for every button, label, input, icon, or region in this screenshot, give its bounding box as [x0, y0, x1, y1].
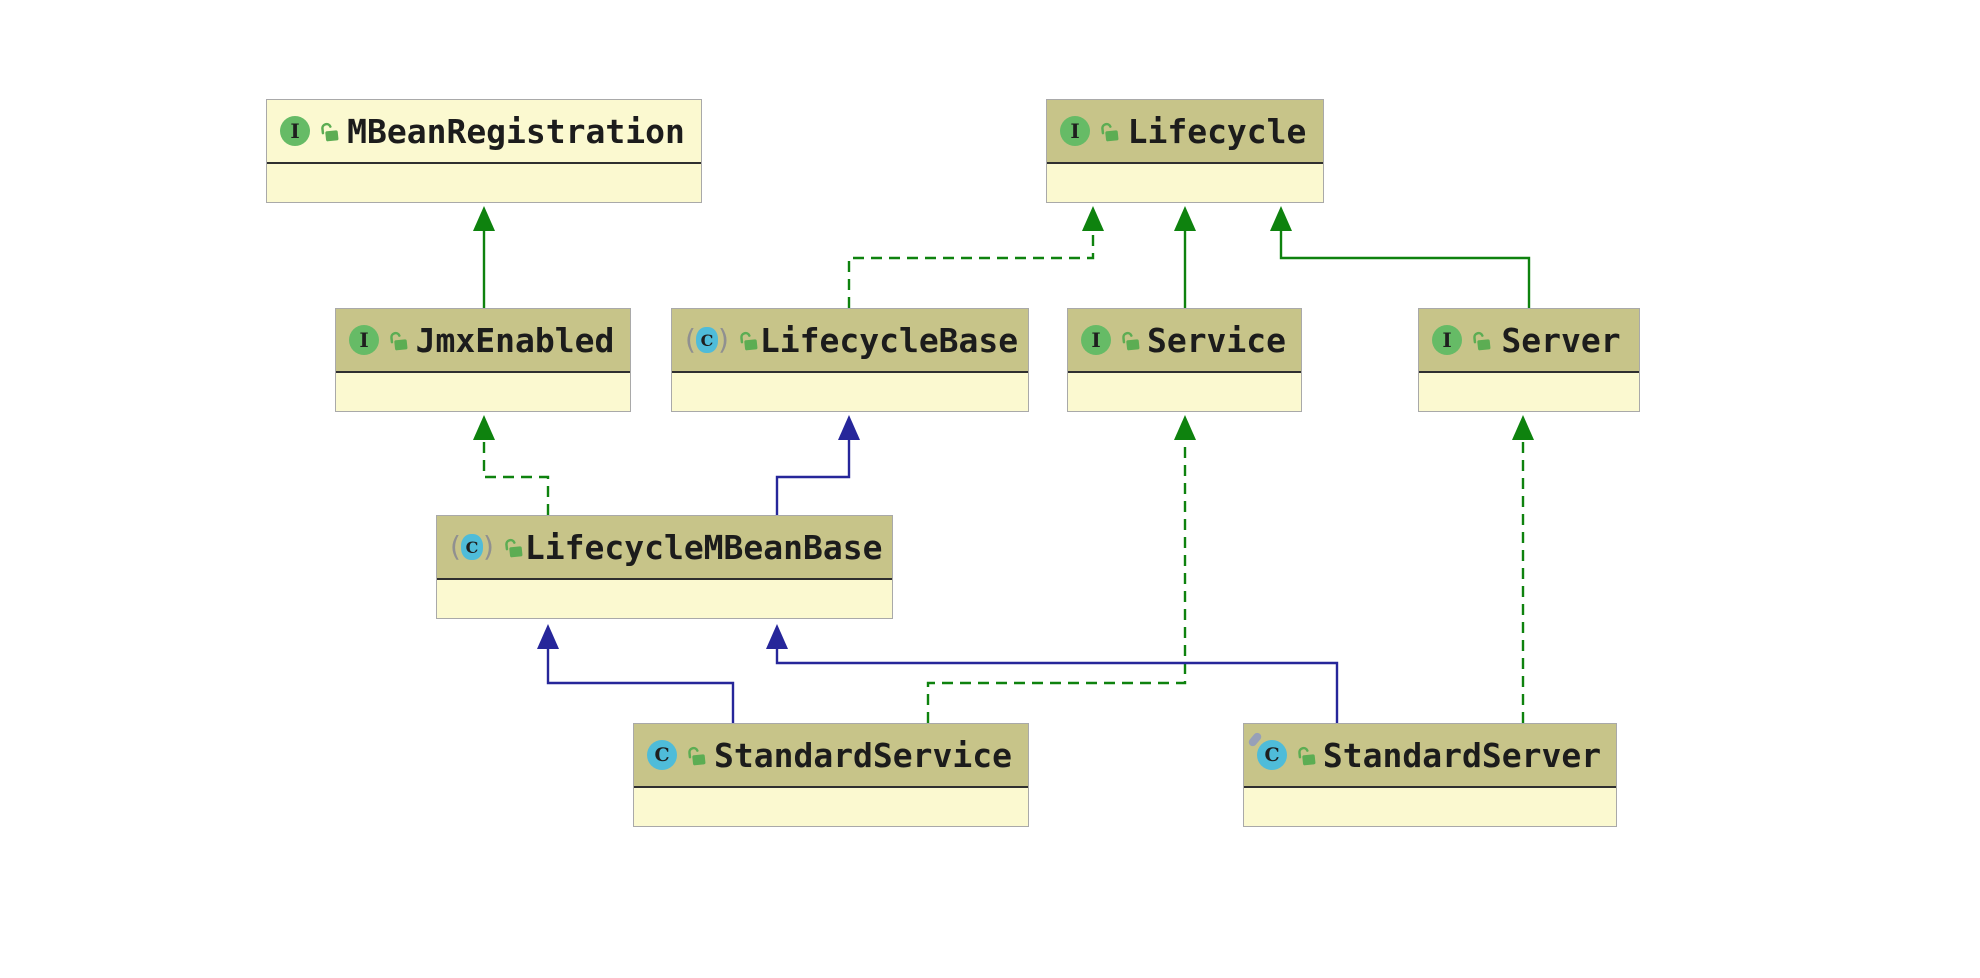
- edge-standardserver-extends-lifecyclembeanbase: [766, 624, 1339, 723]
- abstract-class-icon: C: [460, 534, 483, 560]
- edge-service-extends-lifecycle: [1174, 206, 1196, 308]
- node-header: I JmxEnabled: [336, 309, 630, 373]
- abstract-paren-icon: ): [717, 323, 729, 356]
- unlocked-padlock-icon: [1473, 331, 1491, 350]
- icon-group: I: [280, 116, 341, 146]
- edge-standardservice-extends-lifecyclembeanbase: [537, 624, 735, 723]
- node-header: C StandardService: [634, 724, 1028, 788]
- class-name: Server: [1501, 320, 1621, 360]
- node-header: ( C ) LifecycleBase: [672, 309, 1028, 373]
- icon-group: I: [1432, 325, 1493, 355]
- class-name: Lifecycle: [1127, 111, 1307, 151]
- arrowhead: [766, 624, 788, 649]
- arrowhead: [1270, 206, 1292, 231]
- unlocked-padlock-icon: [688, 746, 706, 765]
- unlocked-padlock-icon: [505, 538, 523, 557]
- class-name: LifecycleBase: [759, 320, 1019, 360]
- interface-icon: I: [1060, 116, 1090, 146]
- icon-group: C: [647, 740, 708, 770]
- class-name: LifecycleMBeanBase: [524, 527, 883, 567]
- node-header: C StandardServer: [1244, 724, 1616, 788]
- icon-group: I: [349, 325, 410, 355]
- edge-standardservice-implements-service: [926, 415, 1196, 723]
- node-header: I MBeanRegistration: [267, 100, 701, 164]
- class-node-standard-server[interactable]: C StandardServer: [1243, 723, 1617, 827]
- icon-group: I: [1060, 116, 1121, 146]
- arrowhead: [473, 206, 495, 231]
- abstract-paren-icon: (: [685, 323, 696, 356]
- members-section: [437, 580, 892, 618]
- icon-group: C: [1247, 731, 1318, 770]
- interface-icon: I: [349, 325, 379, 355]
- arrowhead: [1174, 206, 1196, 231]
- unlocked-padlock-icon: [321, 122, 339, 141]
- abstract-class-icon: C: [695, 327, 718, 353]
- class-node-mbean-registration[interactable]: I MBeanRegistration: [266, 99, 702, 203]
- edge-lifecyclebase-implements-lifecycle: [847, 206, 1104, 308]
- unlocked-padlock-icon: [1101, 122, 1119, 141]
- class-node-standard-service[interactable]: C StandardService: [633, 723, 1029, 827]
- arrowhead: [838, 415, 860, 440]
- node-header: I Server: [1419, 309, 1639, 373]
- unlocked-padlock-icon: [1298, 746, 1316, 765]
- unlocked-padlock-icon: [740, 331, 758, 350]
- class-name: StandardServer: [1322, 735, 1602, 775]
- node-header: ( C ) LifecycleMBeanBase: [437, 516, 892, 580]
- members-section: [1068, 373, 1301, 411]
- class-name: Service: [1146, 320, 1287, 360]
- members-section: [672, 373, 1028, 411]
- edge-jmxenabled-extends-mbeanregistration: [473, 206, 495, 308]
- members-section: [1419, 373, 1639, 411]
- edge-lifecyclembeanbase-implements-jmxenabled: [473, 415, 550, 515]
- class-name: JmxEnabled: [415, 320, 615, 360]
- members-section: [336, 373, 630, 411]
- class-node-lifecycle-base[interactable]: ( C ) LifecycleBase: [671, 308, 1029, 412]
- icon-group: ( C ): [685, 326, 760, 354]
- unlocked-padlock-icon: [1122, 331, 1140, 350]
- class-node-lifecycle[interactable]: I Lifecycle: [1046, 99, 1324, 203]
- class-name: MBeanRegistration: [347, 111, 685, 151]
- edge-standardserver-implements-server: [1512, 415, 1534, 723]
- class-node-service[interactable]: I Service: [1067, 308, 1302, 412]
- interface-icon: I: [1432, 325, 1462, 355]
- arrowhead: [1082, 206, 1104, 231]
- members-section: [1047, 164, 1323, 202]
- class-node-jmx-enabled[interactable]: I JmxEnabled: [335, 308, 631, 412]
- interface-icon: I: [280, 116, 310, 146]
- members-section: [634, 788, 1028, 826]
- icon-group: ( C ): [450, 533, 525, 561]
- abstract-paren-icon: (: [450, 530, 461, 563]
- arrowhead: [473, 415, 495, 440]
- arrowhead: [537, 624, 559, 649]
- members-section: [1244, 788, 1616, 826]
- unlocked-padlock-icon: [390, 331, 408, 350]
- class-icon: C: [1257, 740, 1287, 770]
- class-icon: C: [647, 740, 677, 770]
- icon-group: I: [1081, 325, 1142, 355]
- edge-lifecyclembeanbase-extends-lifecyclebase: [775, 415, 860, 515]
- members-section: [267, 164, 701, 202]
- node-header: I Lifecycle: [1047, 100, 1323, 164]
- class-node-lifecycle-mbean-base[interactable]: ( C ) LifecycleMBeanBase: [436, 515, 893, 619]
- interface-icon: I: [1081, 325, 1111, 355]
- node-header: I Service: [1068, 309, 1301, 373]
- arrowhead: [1174, 415, 1196, 440]
- abstract-paren-icon: ): [482, 530, 494, 563]
- class-node-server[interactable]: I Server: [1418, 308, 1640, 412]
- edge-server-extends-lifecycle: [1270, 206, 1531, 308]
- class-name: StandardService: [713, 735, 1012, 775]
- arrowhead: [1512, 415, 1534, 440]
